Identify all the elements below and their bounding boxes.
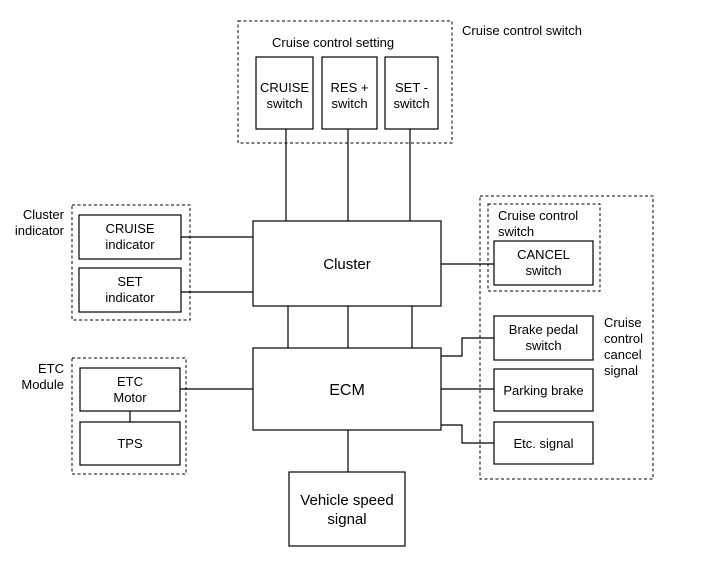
cancel-switch-group	[487, 203, 601, 292]
cancel-signal-label-line3: cancel	[604, 347, 642, 362]
etc-motor-block: ETC Motor	[79, 367, 181, 412]
cruise-control-setting-label: Cruise control setting	[272, 35, 394, 50]
cluster-block: Cluster	[252, 220, 442, 307]
cruise-switch-label-line1: CRUISE	[260, 80, 309, 95]
vehicle-speed-signal-block: Vehicle speed signal	[288, 471, 406, 547]
cruise-switch-label-line2: switch	[266, 96, 302, 111]
etc-module-group	[71, 357, 187, 475]
cruise-switch-block: CRUISE switch	[255, 56, 314, 130]
tps-block: TPS	[79, 421, 181, 466]
etc-module-label-line1: ETC	[38, 361, 64, 376]
res-switch-label-line2: switch	[331, 96, 367, 111]
cancel-switch-label-line2: switch	[525, 263, 561, 278]
cancel-signal-label-line4: signal	[604, 363, 638, 378]
etc-module-label-line2: Module	[21, 377, 64, 392]
tps-label: TPS	[117, 436, 143, 451]
cluster-indicator-label-line2: indicator	[15, 223, 65, 238]
cancel-signal-label-line1: Cruise	[604, 315, 642, 330]
cruise-control-switch-group	[237, 20, 453, 144]
cruise-indicator-label-line1: CRUISE	[105, 221, 154, 236]
cruise-indicator-block: CRUISE indicator	[78, 214, 182, 260]
etc-signal-block: Etc. signal	[493, 421, 594, 465]
cluster-indicator-label-line1: Cluster	[23, 207, 65, 222]
etc-motor-label-line1: ETC	[117, 374, 143, 389]
cancel-signal-label-line2: control	[604, 331, 643, 346]
cluster-indicator-group	[71, 204, 191, 321]
etc-motor-label-line2: Motor	[113, 390, 147, 405]
cluster-label: Cluster	[323, 256, 371, 273]
cancel-switch-block: CANCEL switch	[493, 240, 594, 286]
ecm-label: ECM	[329, 382, 365, 399]
cruise-indicator-label-line2: indicator	[105, 237, 155, 252]
cancel-group-label-line1: Cruise control	[498, 208, 578, 223]
etc-signal-label: Etc. signal	[514, 436, 574, 451]
set-indicator-label-line2: indicator	[105, 290, 155, 305]
set-switch-label-line2: switch	[393, 96, 429, 111]
set-switch-label-line1: SET -	[395, 80, 428, 95]
connection-wires	[129, 129, 494, 472]
set-switch-block: SET - switch	[384, 56, 439, 130]
cruise-control-switch-label: Cruise control switch	[462, 23, 582, 38]
brake-pedal-label-line2: switch	[525, 338, 561, 353]
set-indicator-block: SET indicator	[78, 267, 182, 313]
cancel-switch-label-line1: CANCEL	[517, 247, 570, 262]
ecm-block: ECM	[252, 347, 442, 431]
brake-pedal-label-line1: Brake pedal	[509, 322, 578, 337]
cancel-group-label-line2: switch	[498, 224, 534, 239]
vehicle-speed-label-line2: signal	[327, 511, 366, 528]
res-switch-block: RES + switch	[321, 56, 378, 130]
parking-brake-block: Parking brake	[493, 368, 594, 412]
brake-pedal-switch-block: Brake pedal switch	[493, 315, 594, 361]
set-indicator-label-line1: SET	[117, 274, 142, 289]
vehicle-speed-label-line1: Vehicle speed	[300, 492, 393, 509]
res-switch-label-line1: RES +	[331, 80, 369, 95]
parking-brake-label: Parking brake	[503, 383, 583, 398]
